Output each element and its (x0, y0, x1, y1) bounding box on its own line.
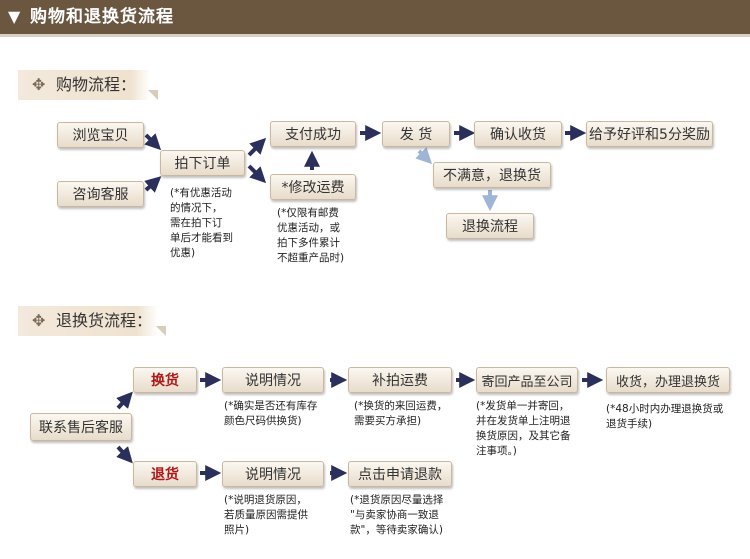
cross-arrows-icon: ✥ (32, 311, 46, 330)
returns-section-header: ✥ 退换货流程： (18, 306, 158, 336)
arrow-order-fee (247, 164, 267, 184)
note-send-back: (*发货单一并寄回， 并在发货单上注明退 换货原因，及其它备 注事项。) (476, 400, 571, 457)
arrow-ship-unsatisfied (415, 147, 433, 165)
note-receive: (*48小时内办理退换货或 退货手续) (606, 403, 724, 430)
node-explain-1: 说明情况 (222, 367, 324, 393)
section-tail-decoration (148, 90, 158, 100)
arrow-order-pay (247, 137, 267, 157)
node-modify-fee: *修改运费 (270, 174, 356, 200)
note-order: (*有优惠活动 的情况下， 需在拍下订 单后才能看到 优惠) (170, 187, 233, 259)
node-extra-fee: 补拍运费 (348, 367, 452, 393)
node-browse: 浏览宝贝 (57, 122, 144, 148)
note-modify-fee: (*仅限有邮费 优惠活动，或 拍下多件累计 不超重产品时) (277, 207, 345, 264)
node-consult: 咨询客服 (57, 181, 144, 207)
cross-arrows-icon: ✥ (32, 75, 46, 94)
shopping-section-header: ✥ 购物流程： (18, 70, 150, 100)
node-ship: 发 货 (382, 121, 450, 147)
node-send-back: 寄回产品至公司 (476, 367, 578, 393)
node-unsatisfied: 不满意，退换货 (433, 162, 551, 188)
note-explain-2: (*说明退货原因， 若质量原因需提供 照片) (224, 494, 308, 536)
node-explain-2: 说明情况 (222, 461, 324, 487)
node-receive: 收货，办理退换货 (606, 367, 730, 393)
node-confirm: 确认收货 (474, 121, 562, 147)
section-tail-decoration (156, 326, 166, 336)
arrow-browse-order (144, 133, 162, 151)
shopping-section-title: 购物流程： (56, 75, 137, 94)
node-refund: 退货 (133, 461, 197, 487)
page-title: 购物和退换货流程 (30, 7, 174, 27)
note-apply-refund: (*退货原因尽量选择 "与卖家协商一致退 款"，等待卖家确认) (350, 494, 444, 536)
node-pay: 支付成功 (270, 121, 356, 147)
triangle-down-icon: ▼ (8, 7, 21, 26)
node-order: 拍下订单 (160, 150, 245, 176)
node-return-flow: 退换流程 (446, 213, 534, 239)
node-review: 给予好评和5分奖励 (586, 121, 713, 147)
page-header: ▼ 购物和退换货流程 (0, 0, 750, 37)
note-extra-fee: (*换货的来回运费， 需要买方承担) (354, 400, 448, 427)
node-contact: 联系售后客服 (30, 413, 132, 441)
node-apply-refund: 点击申请退款 (348, 461, 452, 487)
note-explain-1: (*确实是否还有库存 颜色尺码供换货) (224, 400, 318, 427)
arrow-contact-exchange (116, 391, 133, 410)
node-exchange: 换货 (133, 367, 197, 393)
returns-section-title: 退换货流程： (56, 311, 153, 330)
arrow-consult-order (144, 176, 162, 193)
arrow-contact-refund (116, 445, 133, 464)
